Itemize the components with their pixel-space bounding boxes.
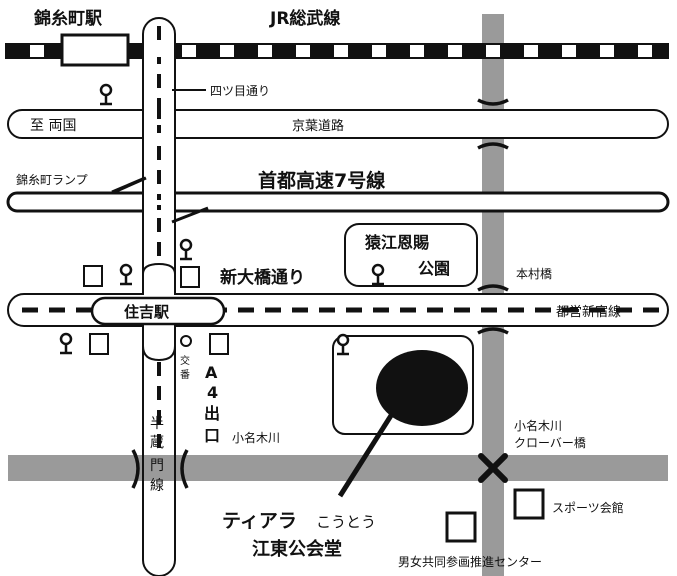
tiara-leader-line [337,412,395,498]
label-exit-4: 4 [207,383,218,402]
map-pin-icon [336,333,350,356]
label-onagigawa: 小名木川 [232,430,280,445]
label-hanzomon-3: 門 [150,458,164,474]
label-exit-kuchi: 口 [204,426,220,445]
koban-circle-icon [180,335,192,347]
label-tiara-2: こうとう [316,513,376,531]
label-to-ryogoku: 至 両国 [30,118,76,134]
bridge-marks [131,98,509,489]
label-sumiyoshi-station: 住吉駅 [124,303,170,321]
label-yotsume-dori: 四ツ目通り [210,84,270,98]
label-koto-hall: 江東公会堂 [252,538,342,560]
map-pin-icon [371,263,385,286]
label-hanzomon-4: 線 [150,478,164,494]
danjo-center-icon [445,511,477,543]
tiara-koto-building [376,350,468,426]
kinshicho-station-box [60,33,130,67]
label-toei-shinjuku-line: 都営新宿線 [556,304,621,320]
map-pin-icon [119,263,133,286]
label-onagigawa-clover-2: クローバー橋 [514,436,586,450]
label-jr-sobu-line: JR総武線 [269,8,340,29]
label-exit-a: A [205,363,218,382]
map-pin-icon [99,83,113,106]
label-shuto-7: 首都高速7号線 [258,169,385,192]
x-crossing-icon [478,453,508,483]
label-hanzomon-2: 蔵 [150,435,164,451]
gray-road-horizontal [8,455,668,481]
label-koban-2: 番 [180,369,190,381]
label-kimura-bashi: 本村橋 [516,267,552,281]
map-pin-icon [179,238,193,261]
label-sarue-park-2: 公園 [418,259,450,278]
ramp-lower [171,206,209,224]
label-sports-center: スポーツ会館 [552,500,624,515]
building-square-icon [83,265,103,287]
sumiyoshi-station-box [90,296,226,326]
label-shin-ohashi-dori: 新大橋通り [220,267,305,288]
building-square-icon [89,333,109,355]
label-kinshicho-ramp: 錦糸町ランプ [16,172,88,187]
label-sarue-park-1: 猿江恩賜 [364,233,429,252]
label-kinshicho-station: 錦糸町駅 [34,8,103,29]
label-exit-de: 出 [204,404,220,423]
building-square-icon [209,333,229,355]
sports-center-icon [513,488,545,520]
label-danjo-center: 男女共同参画推進センター [398,554,542,569]
label-koban-1: 交 [180,354,190,367]
label-hanzomon-1: 半 [150,416,164,432]
building-square-icon [180,266,200,288]
map-pin-icon [59,332,73,355]
shuto-expressway-7 [6,191,670,213]
label-tiara-1: ティアラ [222,510,297,532]
label-keiyo-road: 京葉道路 [292,118,344,134]
label-onagigawa-clover-1: 小名木川 [514,418,562,433]
